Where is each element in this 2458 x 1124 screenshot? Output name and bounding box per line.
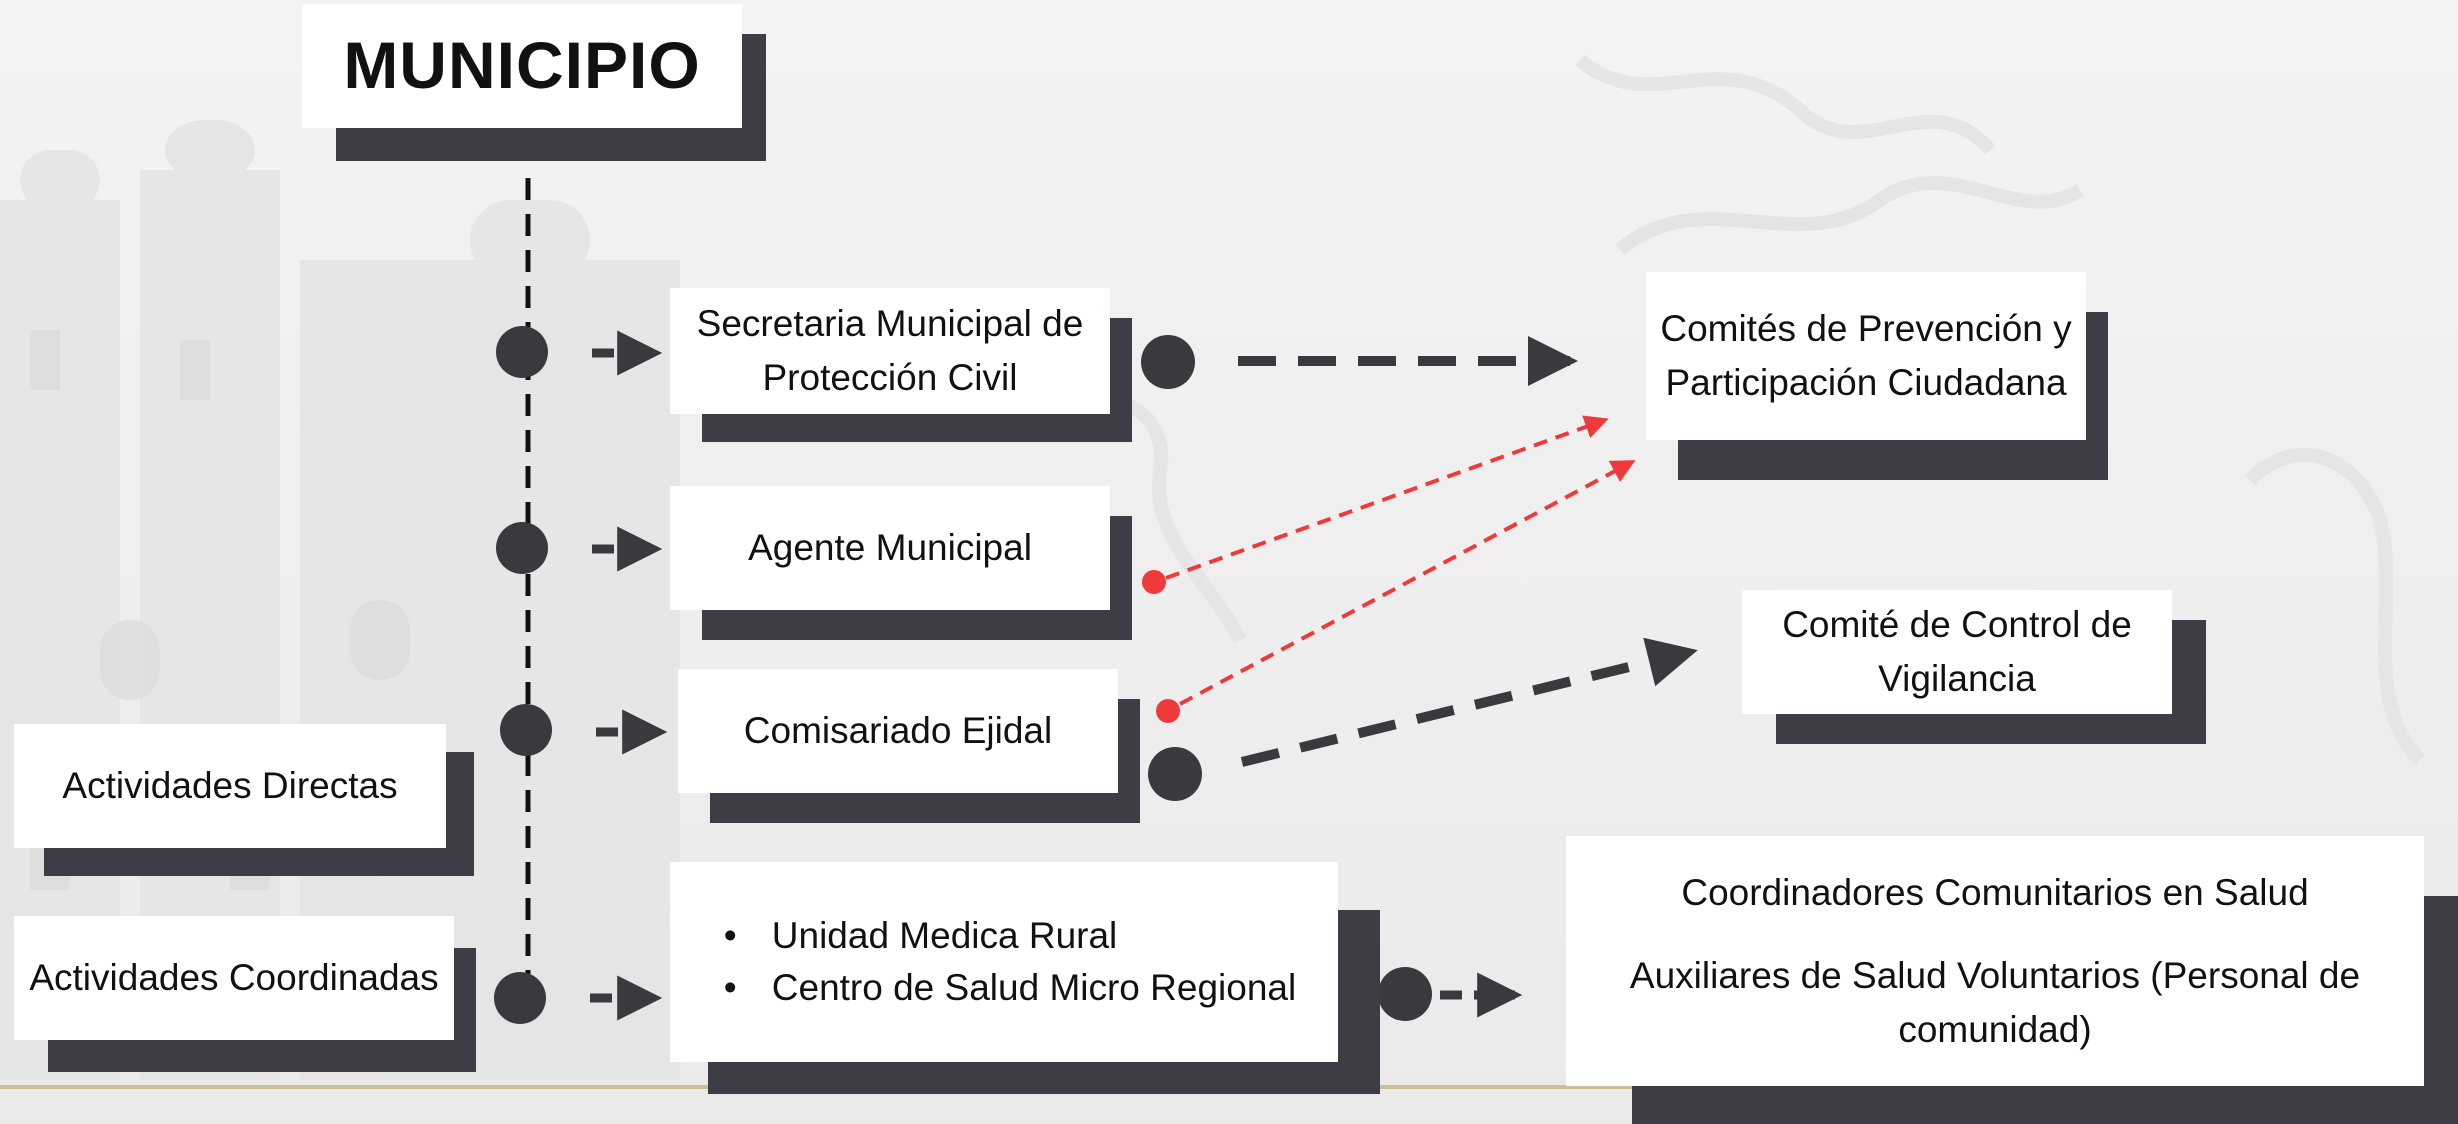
dot-comisariado-red [1156,699,1180,723]
dot-comisariado [500,704,552,756]
health-unit-item: Centro de Salud Micro Regional [712,962,1296,1014]
coordinadores-label: Coordinadores Comunitarios en Salud [1681,871,2309,913]
actividades-directas-label: Actividades Directas [14,724,446,848]
arrow-agente-comites [1165,415,1609,580]
municipio-title: MUNICIPIO [302,4,742,128]
health-unit-item: Unidad Medica Rural [712,910,1296,962]
dot-agente [496,522,548,574]
dot-secretaria-out [1141,335,1195,389]
dot-secretaria [496,326,548,378]
health-units-list: Unidad Medica Rural Centro de Salud Micr… [712,910,1296,1014]
arrow-comisariado-comites [1179,460,1636,706]
dot-comisariado-out [1148,747,1202,801]
dot-health-out [1378,967,1432,1021]
comisariado-label: Comisariado Ejidal [678,669,1118,793]
secretaria-label: Secretaria Municipal de Protección Civil [670,288,1110,414]
agente-label: Agente Municipal [670,486,1110,610]
arrow-comisariado-control [1240,637,1698,767]
dot-health-units [494,972,546,1024]
comites-prevencion-label: Comités de Prevención y Participación Ci… [1646,272,2086,440]
actividades-coordinadas-label: Actividades Coordinadas [14,916,454,1040]
comite-control-label: Comité de Control de Vigilancia [1742,590,2172,714]
dot-agente-red [1142,570,1166,594]
auxiliares-label: Auxiliares de Salud Voluntarios (Persona… [1629,955,2361,1050]
